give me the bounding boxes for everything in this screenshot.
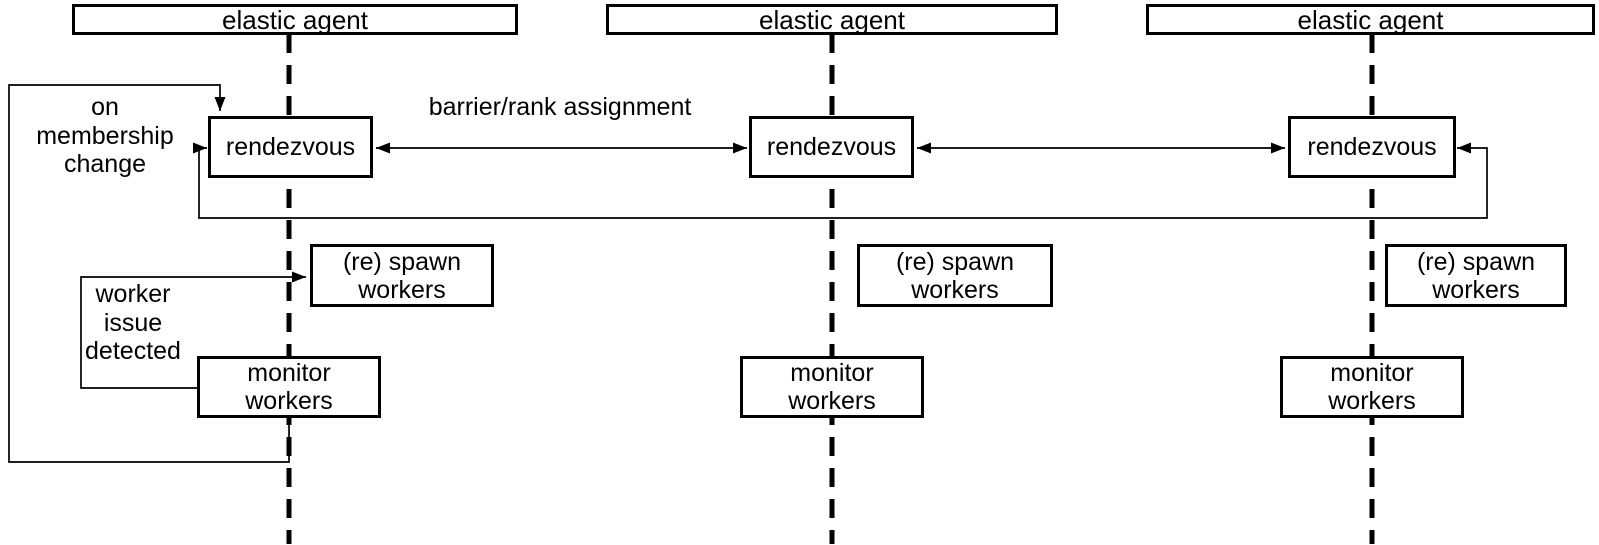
- elastic-agent-header-2: elastic agent: [606, 4, 1058, 35]
- membership-change-connector: [8, 84, 290, 463]
- monitor-workers-box-1: monitor workers: [197, 356, 381, 418]
- monitor-workers-box-2: monitor workers: [740, 356, 924, 418]
- on-membership-change-label: on membership change: [36, 93, 174, 178]
- rendezvous-box-3: rendezvous: [1288, 116, 1456, 178]
- worker-issue-connector: [80, 271, 306, 389]
- monitor-workers-box-3: monitor workers: [1280, 356, 1464, 418]
- rendezvous-sync-connector: [193, 142, 1488, 219]
- respawn-workers-box-3: (re) spawn workers: [1385, 244, 1567, 307]
- elastic-agent-header-1: elastic agent: [72, 4, 518, 35]
- rendezvous-box-1: rendezvous: [208, 116, 373, 178]
- rendezvous-box-2: rendezvous: [749, 116, 914, 178]
- barrier-rank-assignment-label: barrier/rank assignment: [428, 93, 692, 121]
- worker-issue-detected-label: worker issue detected: [85, 280, 181, 365]
- respawn-workers-box-1: (re) spawn workers: [310, 244, 494, 307]
- elastic-agent-header-3: elastic agent: [1146, 4, 1595, 35]
- respawn-workers-box-2: (re) spawn workers: [857, 244, 1053, 307]
